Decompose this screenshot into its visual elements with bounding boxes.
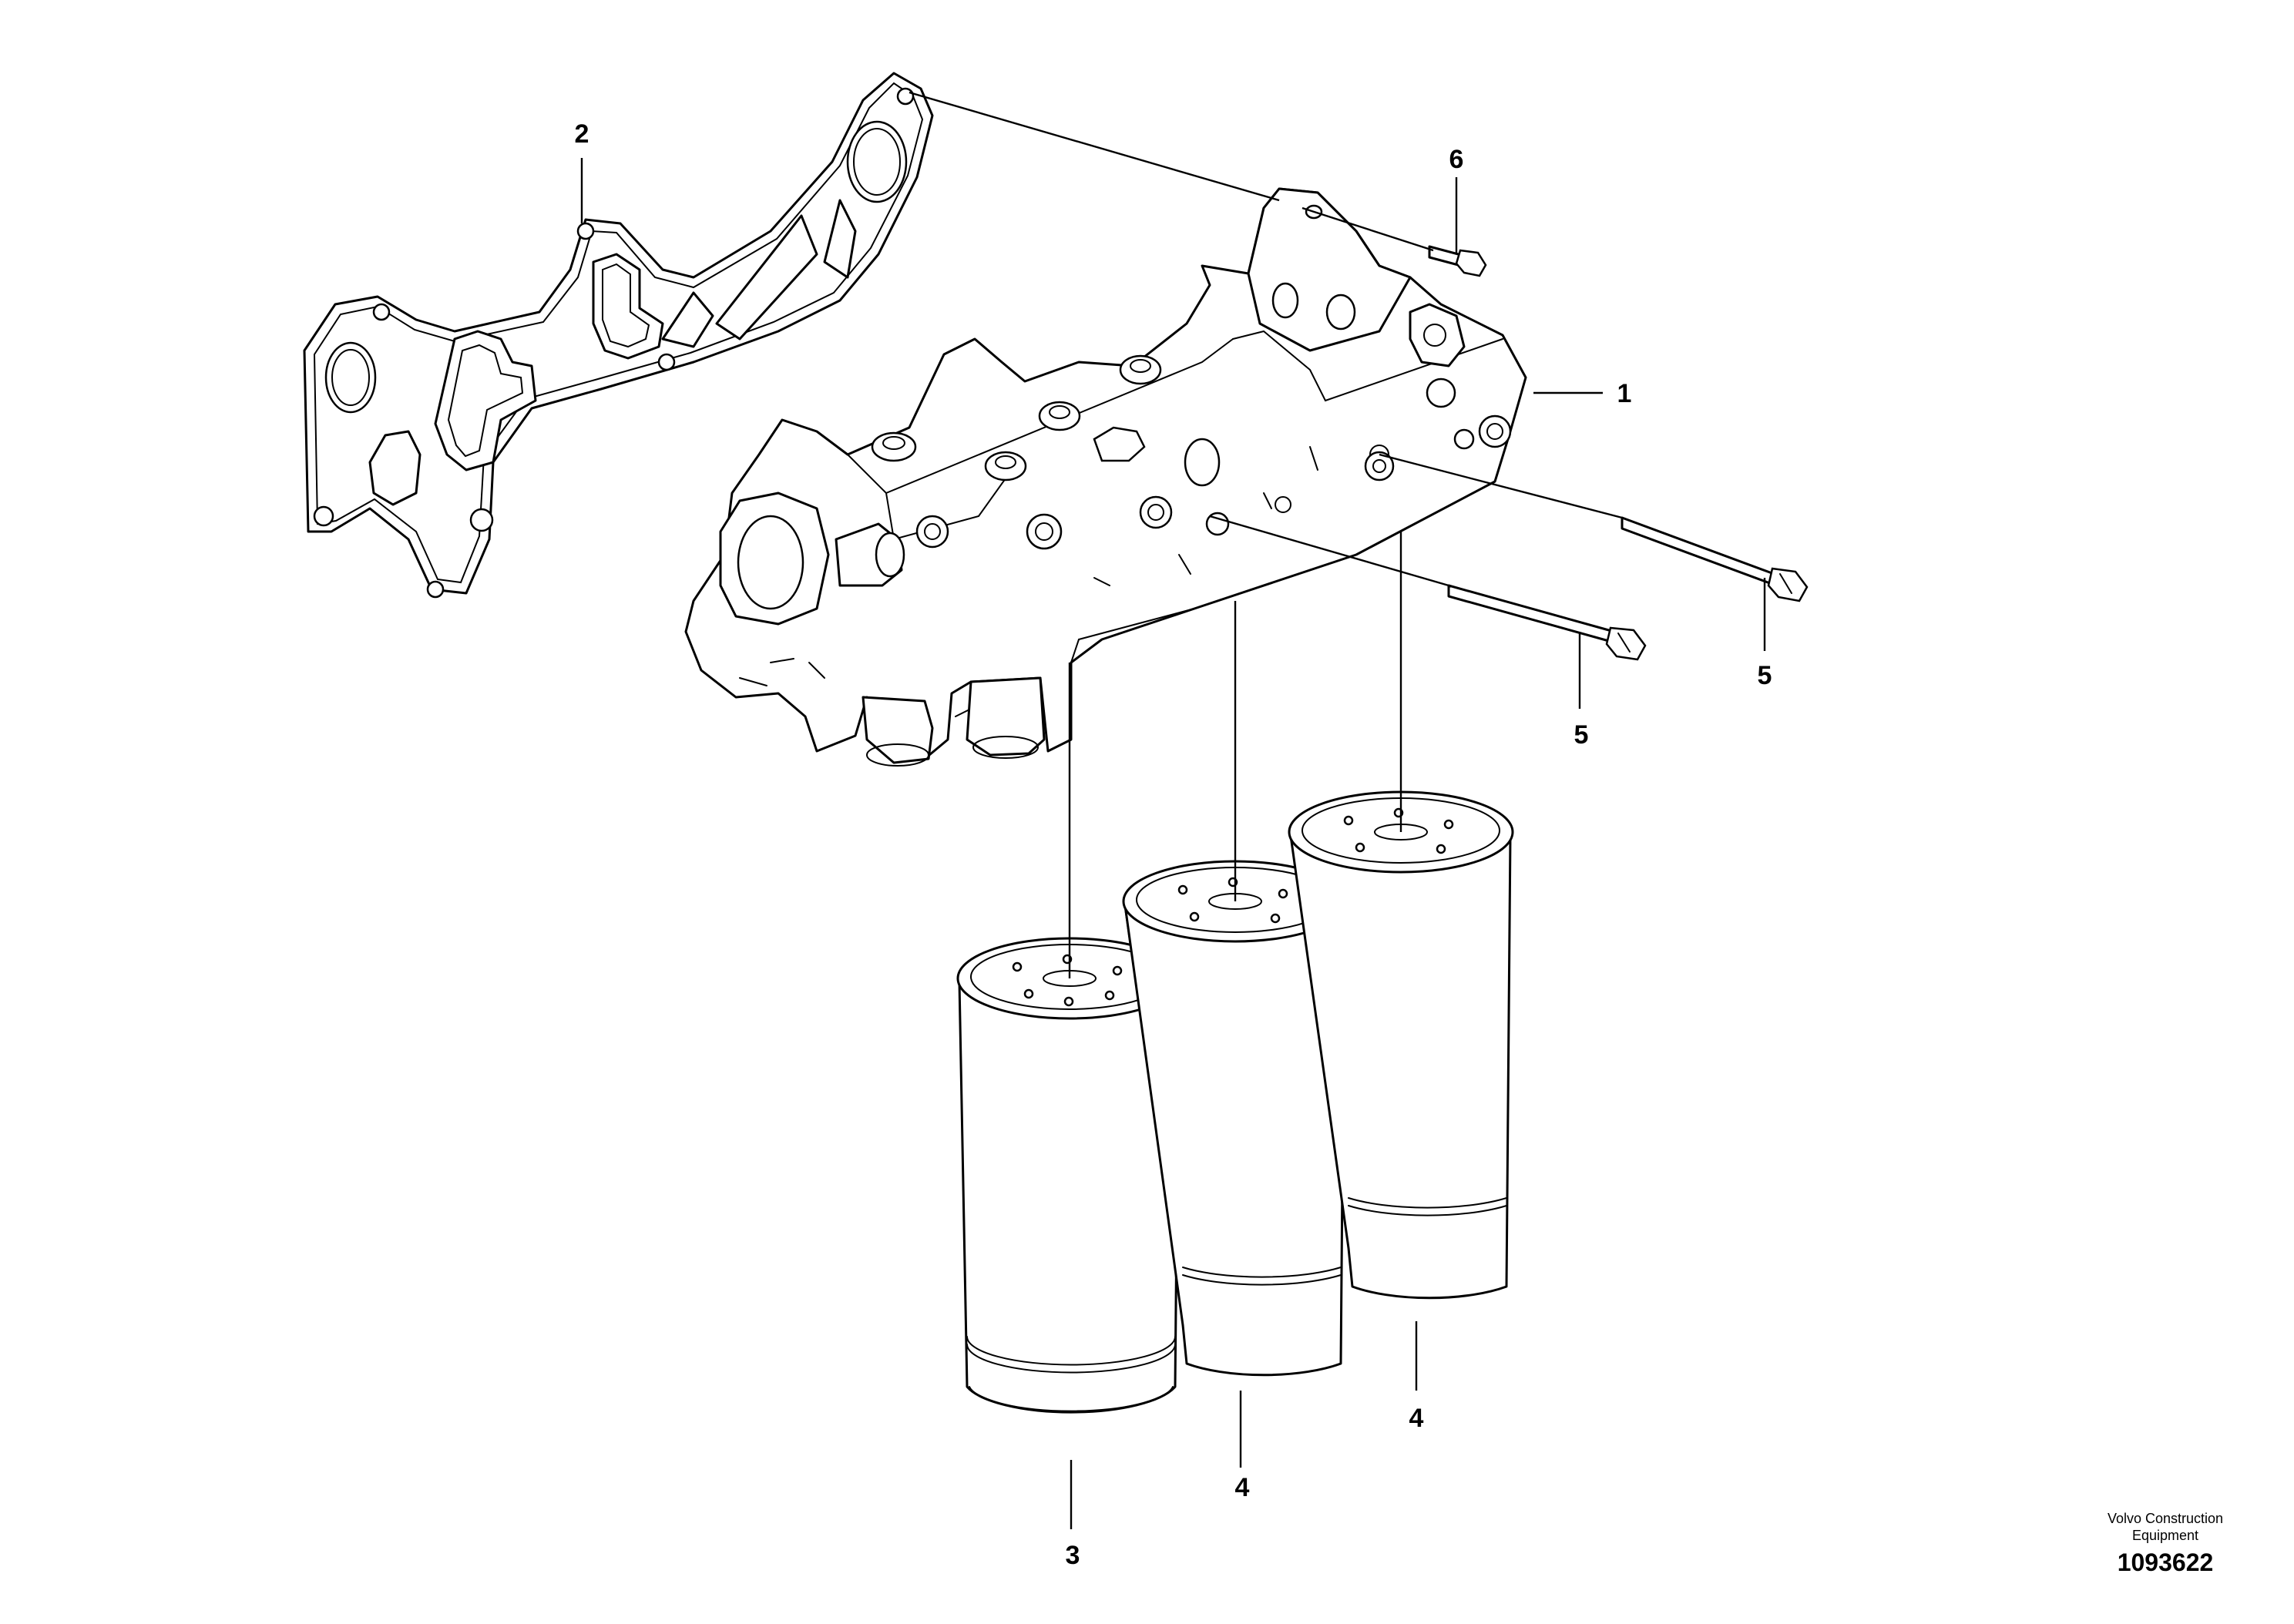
gasket: [303, 72, 934, 599]
assembly-lines: [580, 91, 1766, 1529]
callout-4b: 4: [1409, 1404, 1424, 1433]
bolt-long-lower: [1447, 584, 1647, 661]
document-number: 1093622: [2117, 1549, 2214, 1576]
callout-5b: 5: [1574, 720, 1589, 750]
callout-4a: 4: [1235, 1473, 1250, 1502]
bolt-short: [1428, 245, 1487, 277]
bolt-long-upper: [1621, 516, 1809, 602]
filter-housing: [684, 187, 1527, 767]
oil-filter-middle: [1122, 860, 1349, 1377]
callout-1: 1: [1617, 379, 1632, 408]
brand-label: Volvo Construction Equipment: [2081, 1510, 2250, 1544]
callout-5a: 5: [1758, 661, 1772, 690]
callout-3: 3: [1066, 1541, 1080, 1570]
callout-2: 2: [575, 119, 589, 149]
brand-line-2: Equipment: [2131, 1528, 2199, 1543]
callout-6: 6: [1449, 145, 1464, 174]
brand-line-1: Volvo Construction: [2107, 1511, 2224, 1526]
